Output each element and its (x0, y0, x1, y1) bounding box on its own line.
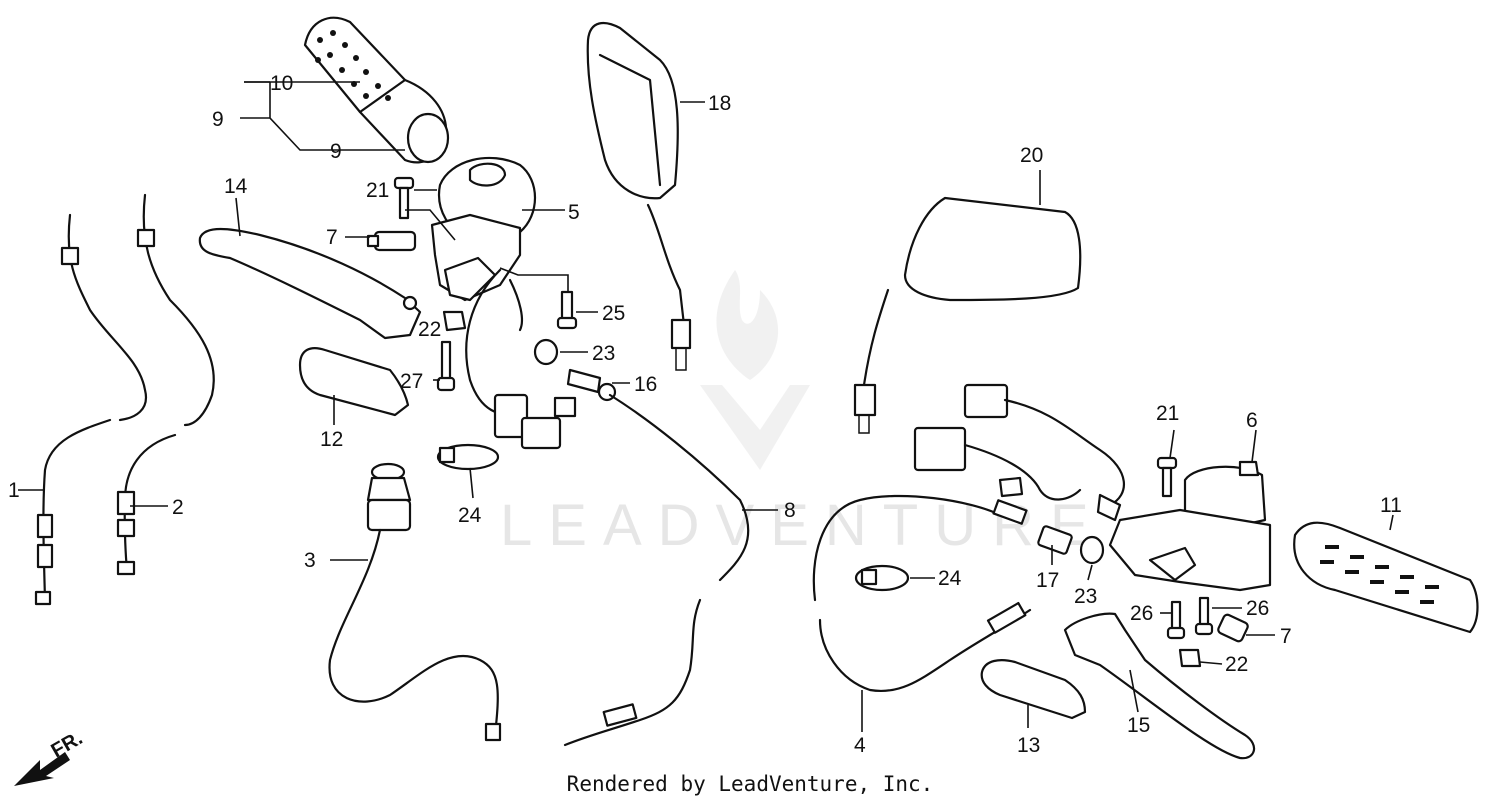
callout-23-left: 23 (592, 342, 615, 365)
callout-21-left: 21 (366, 179, 389, 202)
screw-26-right[interactable] (1194, 596, 1214, 636)
cable-4[interactable] (812, 494, 1032, 693)
screw-26-left[interactable] (1166, 600, 1186, 640)
callout-26-right: 26 (1246, 597, 1269, 620)
lever-cover-13[interactable] (298, 347, 410, 417)
left-switch-housing[interactable] (430, 156, 537, 302)
throttle-cable-1[interactable] (34, 213, 148, 606)
callout-10: 9 (330, 140, 342, 163)
switch-connector[interactable] (493, 393, 577, 450)
mirror-right[interactable] (853, 196, 1082, 434)
callout-17: 16 (634, 373, 657, 396)
callout-26-left: 26 (1130, 602, 1153, 625)
switch-7-right[interactable] (1217, 613, 1249, 643)
callout-12: 11 (1380, 494, 1402, 517)
leader-lines (18, 81, 1394, 732)
callout-27: 27 (400, 370, 423, 393)
callout-15: 14 (224, 175, 248, 198)
callout-7-left: 7 (326, 226, 338, 249)
switch-7-left[interactable] (366, 230, 417, 252)
callout-1: 1 (8, 479, 20, 502)
right-wiring-harness[interactable] (913, 383, 1125, 522)
credit-footer: Rendered by LeadVenture, Inc. (566, 772, 934, 796)
callout-8: 8 (784, 499, 796, 522)
mirror-left[interactable] (586, 21, 692, 371)
screw-21-left[interactable] (393, 176, 415, 220)
callout-14: 13 (1017, 734, 1040, 757)
callout-24-right: 24 (938, 567, 962, 590)
callout-16: 15 (1127, 714, 1150, 737)
clutch-cable-8[interactable] (563, 393, 750, 747)
callout-11: 10 (270, 72, 293, 95)
watermark-text: LEADVENTURE (500, 493, 1105, 558)
callout-9: 9 (212, 108, 224, 131)
collar-23-right[interactable] (1079, 535, 1105, 565)
right-grip[interactable] (1293, 521, 1479, 634)
bolt-27[interactable] (436, 340, 456, 392)
callout-24-left: 24 (458, 504, 482, 527)
callout-7-right: 7 (1280, 625, 1292, 648)
callout-13: 12 (320, 428, 343, 451)
callout-19: 18 (708, 92, 731, 115)
adjuster-17[interactable] (566, 368, 617, 402)
callouts: 10 9 9 14 21 7 5 25 22 23 16 27 12 24 18… (8, 72, 1402, 757)
callout-20: 20 (1020, 144, 1043, 167)
callout-21-right: 21 (1156, 402, 1179, 425)
callout-2: 2 (172, 496, 184, 519)
collar-23-left[interactable] (533, 338, 559, 366)
nut-22-left[interactable] (442, 310, 467, 332)
callout-22-left: 22 (418, 318, 441, 341)
callout-6: 6 (1246, 409, 1258, 432)
callout-18: 17 (1036, 569, 1059, 592)
right-switch-housing[interactable] (1108, 460, 1272, 592)
throttle-grip[interactable] (303, 16, 450, 164)
screw-25[interactable] (556, 290, 578, 330)
callout-3: 3 (304, 549, 316, 572)
arrow-icon (14, 752, 70, 786)
band-24-left[interactable] (436, 443, 500, 471)
screw-21-right[interactable] (1156, 456, 1178, 498)
band-24-right[interactable] (854, 564, 910, 592)
callout-23-right: 23 (1074, 585, 1097, 608)
watermark-logo (700, 270, 810, 470)
front-direction-arrow: FR. (14, 730, 86, 786)
callout-25: 25 (602, 302, 625, 325)
callout-4: 4 (854, 734, 866, 757)
clutch-lever[interactable] (198, 227, 422, 340)
callout-5: 5 (568, 201, 580, 224)
throttle-cable-2[interactable] (116, 193, 215, 576)
lever-cover-14[interactable] (980, 659, 1087, 720)
brake-lever[interactable] (1063, 612, 1256, 760)
nut-22-right[interactable] (1178, 648, 1202, 668)
choke-cable-3[interactable] (328, 462, 502, 742)
callout-22-right: 22 (1225, 653, 1248, 676)
